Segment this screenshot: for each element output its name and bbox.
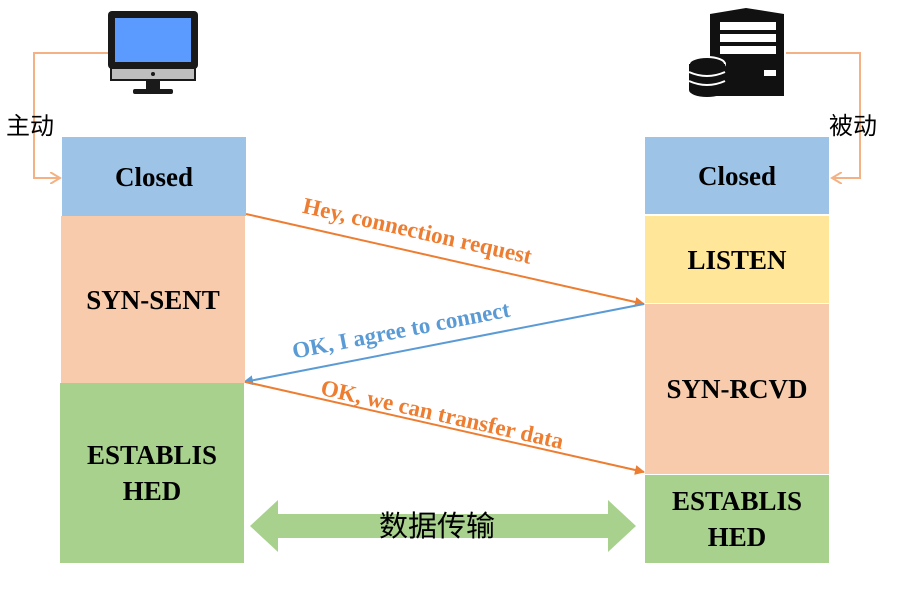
server-state-closed: Closed [645, 137, 829, 214]
server-established-label-line2: HED [707, 522, 767, 552]
server-icon [688, 8, 784, 97]
server-closed-label: Closed [697, 160, 776, 191]
client-state-closed: Closed [62, 137, 246, 216]
client-established-label-line1: ESTABLIS [86, 440, 218, 470]
data-transfer-label: 数据传输 [379, 509, 496, 543]
client-closed-label: Closed [114, 161, 193, 192]
data-transfer-arrow [250, 500, 636, 552]
server-syn-rcvd-label: SYN-RCVD [666, 374, 808, 404]
server-loop-arrow [786, 52, 861, 178]
client-state-established: ESTABLIS HED [60, 383, 244, 563]
server-established-label-line1: ESTABLIS [671, 486, 803, 516]
request-arrow [245, 213, 645, 307]
server-state-listen: LISTEN [645, 216, 829, 303]
client-syn-sent-label: SYN-SENT [86, 284, 220, 315]
transfer-arrow [245, 381, 645, 475]
server-passive-label: 被动 [829, 112, 877, 140]
server-state-established: ESTABLIS HED [645, 475, 829, 563]
computer-icon [108, 11, 198, 94]
server-listen-label: LISTEN [687, 244, 787, 275]
client-state-syn-sent: SYN-SENT [61, 216, 245, 383]
client-established-label-line2: HED [122, 476, 182, 506]
client-active-label: 主动 [6, 112, 54, 140]
client-loop-arrow [33, 52, 108, 178]
agree-arrow [243, 303, 645, 386]
server-state-syn-rcvd: SYN-RCVD [645, 304, 829, 474]
